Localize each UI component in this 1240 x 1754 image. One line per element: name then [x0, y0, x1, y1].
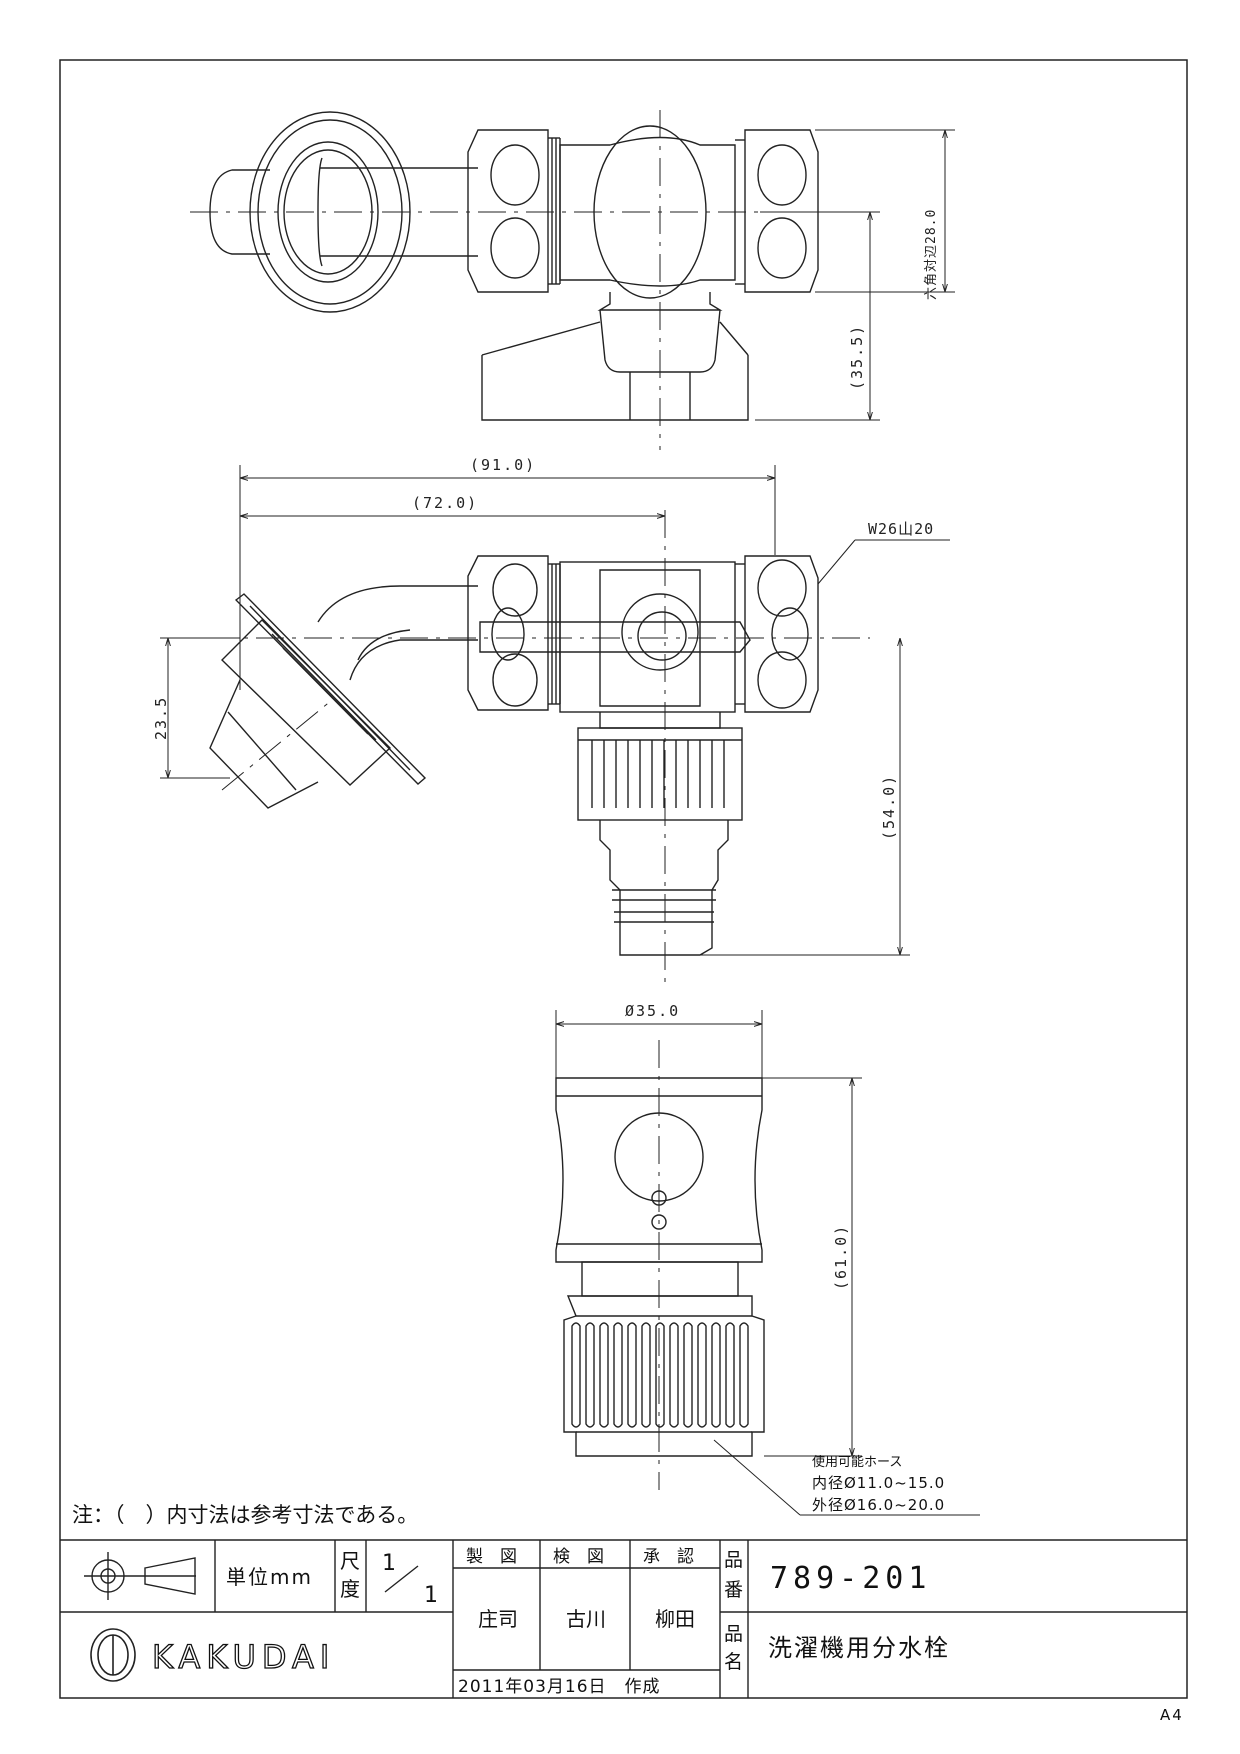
- front-view: [209, 555, 819, 956]
- side-view-dimensions: [555, 1010, 980, 1516]
- creation-date: 2011年03月16日 作成: [458, 1677, 661, 1697]
- checked-by: 古川: [566, 1607, 606, 1631]
- bottom-height-dim: (61.0): [832, 1224, 850, 1290]
- hex-across-flats-dim: 六角対辺28.0: [924, 209, 939, 300]
- part-no-label-2: 番: [724, 1579, 743, 1601]
- scale-label-2: 度: [340, 1577, 360, 1601]
- kakudai-logo-icon: [90, 1628, 136, 1682]
- name-label-1: 品: [724, 1623, 743, 1645]
- top-height-dim: (35.5): [848, 324, 866, 390]
- third-angle-projection-icon: [84, 1552, 196, 1600]
- approve-label: 承 認: [643, 1547, 694, 1567]
- overall-length-dim: (91.0): [470, 456, 536, 474]
- hose-note-outer: 外径Ø16.0~20.0: [812, 1496, 945, 1514]
- approved-by: 柳田: [655, 1607, 695, 1631]
- part-no-label-1: 品: [724, 1549, 743, 1571]
- hose-note-title: 使用可能ホース: [812, 1454, 902, 1470]
- top-view-centerlines: [190, 110, 870, 450]
- front-view-centerlines: [160, 510, 870, 985]
- made-label: 製 図: [466, 1547, 517, 1567]
- top-view: [209, 111, 819, 421]
- scale-numerator: 1: [382, 1551, 396, 1576]
- hose-note-inner: 内径Ø11.0~15.0: [812, 1474, 945, 1492]
- sheet-border: [59, 59, 1188, 1699]
- product-name: 洗濯機用分水栓: [768, 1634, 950, 1662]
- check-label: 検 図: [553, 1547, 604, 1567]
- made-by: 庄司: [478, 1607, 518, 1631]
- top-view-dimensions: [755, 129, 955, 421]
- unit-label: 単位mm: [226, 1565, 313, 1589]
- scale-label-1: 尺: [340, 1549, 360, 1573]
- thread-dim: W26山20: [868, 520, 934, 538]
- front-view-dimensions: [160, 465, 950, 956]
- offset-dim: 23.5: [152, 696, 170, 740]
- scale-denominator: 1: [424, 1583, 438, 1608]
- general-note: 注：（ ）内寸法は参考寸法である。: [72, 1503, 418, 1527]
- diameter-dim: Ø35.0: [625, 1002, 680, 1020]
- title-block-grid: [60, 1539, 1187, 1698]
- name-label-2: 名: [724, 1651, 743, 1673]
- center-length-dim: (72.0): [412, 494, 478, 512]
- part-number: 789-201: [770, 1561, 931, 1596]
- company-name: KAKUDAI: [152, 1638, 335, 1676]
- side-view: [555, 1077, 765, 1457]
- paper-size: A4: [1160, 1706, 1184, 1724]
- front-height-dim: (54.0): [880, 774, 898, 840]
